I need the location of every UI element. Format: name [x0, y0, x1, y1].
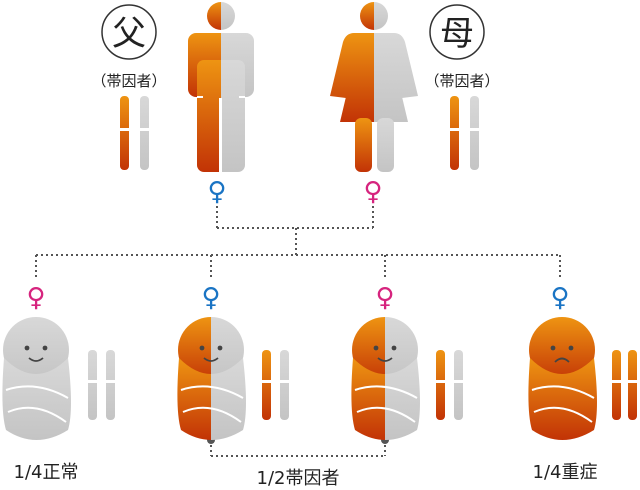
half-babies	[177, 317, 420, 440]
father-gender-symbol: ♀	[207, 177, 226, 207]
child-2-chromosomes	[262, 350, 289, 420]
pedigree-lines	[35, 206, 561, 457]
baby-carrier-2-figure	[351, 317, 420, 440]
mother-badge	[429, 4, 485, 60]
child-3-chromosomes	[436, 350, 463, 420]
child-1-gender-symbol: ♀	[26, 283, 45, 313]
father-glyph: 父	[112, 14, 146, 54]
father-figure	[188, 2, 254, 172]
child-4-chromosomes	[612, 350, 637, 420]
child-4-gender-symbol: ♀	[550, 283, 569, 313]
father-chromosomes	[120, 96, 149, 170]
baby-carrier-1-figure	[177, 317, 246, 440]
baby-normal	[2, 317, 71, 440]
mother-group: 母 （帯因者） ♀	[330, 2, 500, 207]
child-carrier-1: ♀	[201, 283, 289, 420]
father-group: 父 （帯因者） ♀	[91, 2, 254, 207]
mother-gender-symbol: ♀	[363, 177, 382, 207]
mother-figure	[330, 2, 418, 172]
baby-affected	[528, 317, 597, 440]
child-normal: ♀	[2, 283, 115, 440]
outcome-normal-label: 1/4正常	[14, 462, 79, 483]
mother-label: （帯因者）	[424, 72, 499, 90]
outcome-affected-label: 1/4重症	[533, 462, 598, 483]
father-badge	[101, 4, 157, 60]
child-affected: ♀	[528, 283, 637, 440]
child-1-chromosomes	[88, 350, 115, 420]
child-2-gender-symbol: ♀	[201, 283, 220, 313]
father-label: （帯因者）	[91, 72, 166, 90]
child-3-gender-symbol: ♀	[375, 283, 394, 313]
child-carrier-2: ♀	[375, 283, 463, 420]
outcome-carrier-label: 1/2帯因者	[257, 468, 340, 489]
mother-chromosomes	[450, 96, 479, 170]
mother-glyph: 母	[440, 14, 474, 54]
